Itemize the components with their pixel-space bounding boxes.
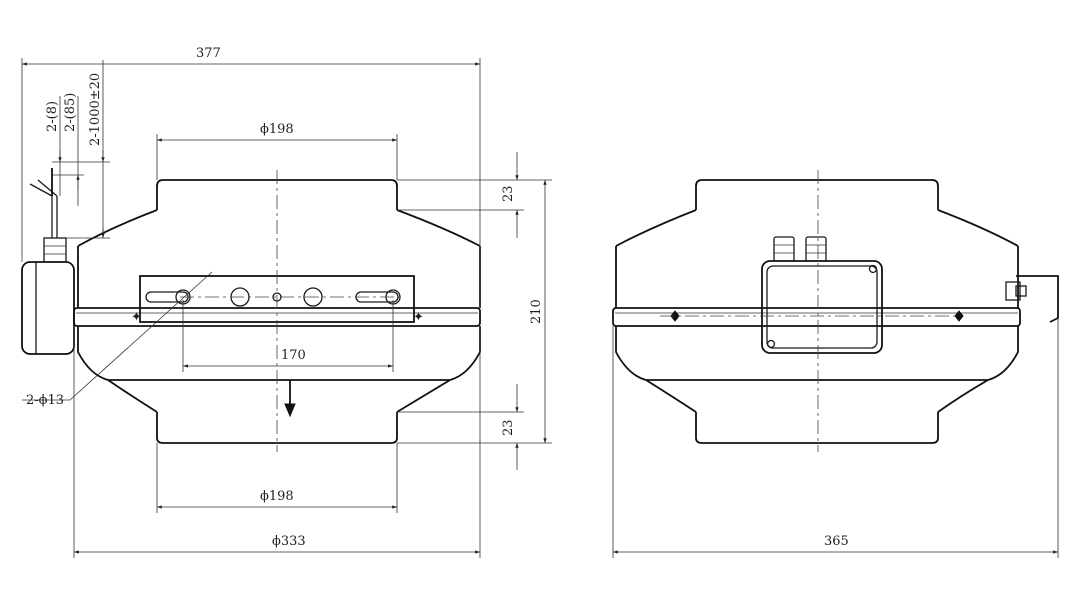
side-view bbox=[612, 170, 1059, 452]
dim-overall-width: 377 bbox=[196, 46, 221, 61]
front-dimensions: 377 ϕ198 170 ϕ198 ϕ333 2-ϕ13 23 bbox=[21, 46, 552, 558]
front-view: ✦ ✦ bbox=[21, 168, 481, 452]
power-cable bbox=[51, 196, 58, 238]
gland-right bbox=[805, 236, 827, 262]
dim-collar-height-top: 23 bbox=[501, 185, 516, 202]
junction-box bbox=[21, 261, 75, 355]
svg-text:✦: ✦ bbox=[131, 310, 142, 325]
dim-side-width: 365 bbox=[824, 534, 849, 549]
lower-body bbox=[77, 326, 481, 381]
dim-wire-strip-short: 2-(8) bbox=[45, 101, 60, 132]
dim-collar-height-bottom: 23 bbox=[501, 419, 516, 436]
dim-wire-strip-long: 2-(85) bbox=[63, 93, 78, 132]
dim-body-diameter: ϕ333 bbox=[272, 534, 306, 549]
bracket-hole-right bbox=[303, 287, 323, 307]
terminal-box bbox=[761, 260, 883, 354]
body-outline bbox=[77, 246, 481, 308]
dim-inlet-diameter-bottom: ϕ198 bbox=[260, 489, 294, 504]
dim-bracket-spacing: 170 bbox=[281, 348, 306, 363]
gland-left bbox=[773, 236, 795, 262]
side-bottom-collar bbox=[695, 412, 939, 444]
side-mounting-band bbox=[612, 307, 1021, 327]
dim-mount-holes: 2-ϕ13 bbox=[26, 393, 64, 408]
bottom-collar bbox=[156, 412, 398, 444]
svg-text:✦: ✦ bbox=[413, 310, 424, 325]
dim-cable-length: 2-1000±20 bbox=[88, 73, 103, 146]
side-top-collar bbox=[695, 179, 939, 210]
side-dimensions: 365 bbox=[612, 318, 1059, 558]
upper-shoulder bbox=[77, 209, 481, 247]
dim-inlet-diameter-top: ϕ198 bbox=[260, 122, 294, 137]
cable-gland bbox=[43, 237, 67, 263]
mounting-clip bbox=[1016, 275, 1059, 323]
dim-overall-height: 210 bbox=[529, 299, 544, 324]
